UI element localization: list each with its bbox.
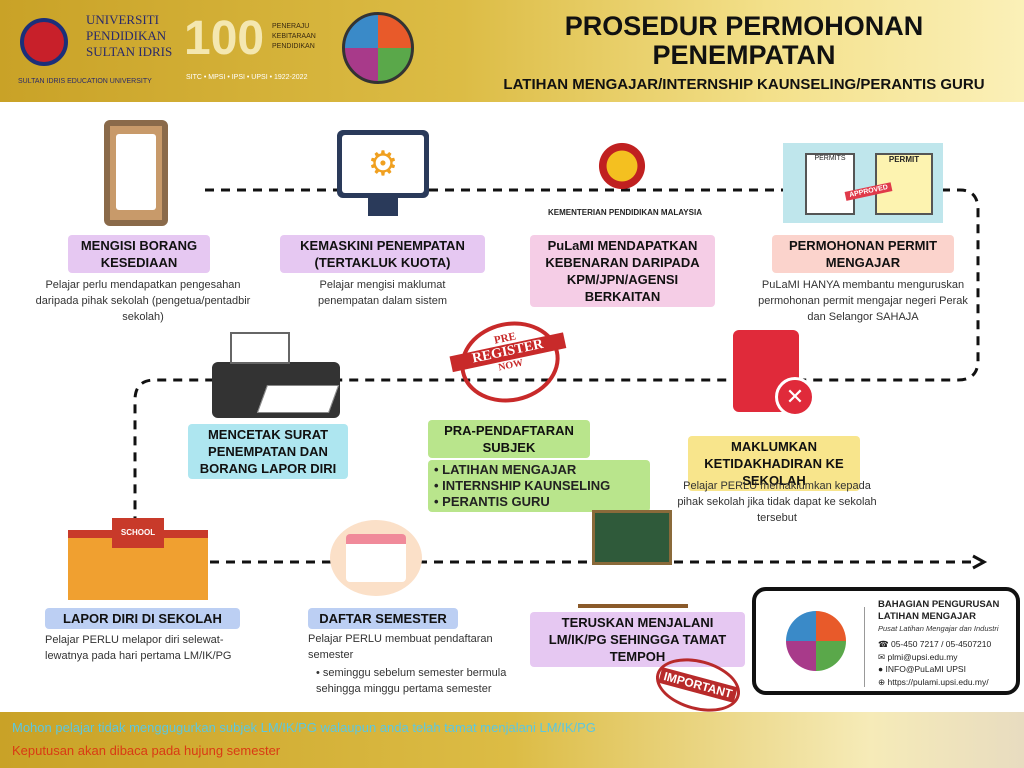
step-mencetak-label: MENCETAK SURAT PENEMPATAN DAN BORANG LAP…	[188, 424, 348, 479]
page-title: PROSEDUR PERMOHONAN PENEMPATAN LATIHAN M…	[484, 12, 1004, 94]
pulami-logo	[342, 12, 414, 84]
phone-contact: ☎ 05-450 7217 / 05-4507210	[878, 639, 992, 649]
kpm-caption: KEMENTERIAN PENDIDIKAN MALAYSIA	[548, 208, 702, 217]
step-permit-desc: PuLaMI HANYA membantu menguruskan permoh…	[758, 279, 968, 323]
step-pra-pendaftaran-label: PRA-PENDAFTARAN SUBJEK	[428, 420, 590, 458]
footer-result-note: Keputusan akan dibaca pada hujung semest…	[12, 743, 281, 758]
step-mengisi-borang-label: MENGISI BORANG KESEDIAAN	[68, 235, 210, 273]
x-mark-icon: ✕	[775, 377, 815, 417]
globe-icon: ⊕	[878, 676, 886, 687]
university-name-en: SULTAN IDRIS EDUCATION UNIVERSITY	[18, 78, 152, 85]
footer-note: Mohon pelajar tidak menggugurkan subjek …	[12, 720, 596, 735]
printer-output-paper	[256, 385, 340, 413]
header: UNIVERSITI PENDIDIKAN SULTAN IDRIS SULTA…	[0, 0, 1024, 102]
monitor-gear-icon: ⚙	[337, 130, 429, 198]
centenary-logo: 100	[184, 12, 265, 65]
centenary-years: SITC • MPSI • IPSI • UPSI • 1922-2022	[186, 74, 308, 81]
step-teruskan-label: TERUSKAN MENJALANI LM/IK/PG SEHINGGA TAM…	[530, 612, 745, 667]
footer-banner: Mohon pelajar tidak menggugurkan subjek …	[0, 712, 1024, 768]
step-maklumkan-label: MAKLUMKAN KETIDAKHADIRAN KE SEKOLAH	[688, 436, 860, 491]
contact-subtitle: Pusat Latihan Mengajar dan Industri	[878, 624, 999, 633]
page-subtitle: LATIHAN MENGAJAR/INTERNSHIP KAUNSELING/P…	[503, 76, 985, 93]
printer-paper	[230, 332, 290, 364]
bullet-item: • INTERNSHIP KAUNSELING	[434, 478, 611, 493]
email-link[interactable]: ✉ plmi@upsi.edu.my	[878, 651, 958, 662]
centenary-text: PENERAJU KEBITARAAN PENDIDIKAN	[272, 23, 316, 50]
step-daftar-semester-label: DAFTAR SEMESTER	[308, 608, 458, 629]
malaysia-coat-of-arms-icon	[582, 135, 662, 197]
permit-approved-icon: PERMITS PERMIT APPROVED	[783, 143, 943, 223]
calendar-graduation-icon	[330, 520, 422, 596]
monitor-stand	[368, 198, 398, 216]
step-permit-label: PERMOHONAN PERMIT MENGAJAR	[772, 235, 954, 273]
step-daftar-semester-desc: Pelajar PERLU membuat pendaftaran semest…	[308, 633, 493, 661]
mail-icon: ✉	[878, 651, 886, 662]
step-pulami-kebenaran-label: PuLaMI MENDAPATKAN KEBENARAN DARIPADA KP…	[530, 235, 715, 307]
step-mengisi-borang-desc: Pelajar perlu mendapatkan pengesahan dar…	[35, 279, 251, 323]
step-maklumkan-desc: Pelajar PERLU memaklumkan kepada pihak s…	[677, 480, 877, 524]
students-illustration	[578, 552, 688, 608]
upsi-crest-logo	[20, 18, 68, 66]
phone-icon: ☎	[878, 639, 889, 649]
pra-pendaftaran-bullets: • LATIHAN MENGAJAR • INTERNSHIP KAUNSELI…	[428, 460, 650, 512]
divider	[864, 607, 865, 687]
daftar-semester-bullet: • seminggu sebelum semester bermula sehi…	[316, 667, 507, 695]
school-tower: SCHOOL	[112, 518, 164, 548]
contact-list: ☎ 05-450 7217 / 05-4507210 ✉ plmi@upsi.e…	[878, 638, 991, 688]
teacher-classroom-icon	[592, 510, 672, 565]
facebook-icon: ●	[878, 664, 884, 674]
website-link[interactable]: ⊕ https://pulami.upsi.edu.my/	[878, 676, 989, 687]
step-kemaskini-label: KEMASKINI PENEMPATAN (TERTAKLUK KUOTA)	[280, 235, 485, 273]
bullet-item: • PERANTIS GURU	[434, 494, 550, 509]
facebook-link[interactable]: ● INFO@PuLaMI UPSI	[878, 664, 966, 674]
step-lapor-diri-label: LAPOR DIRI DI SEKOLAH	[45, 608, 240, 629]
pulami-contact-logo	[786, 611, 846, 671]
step-kemaskini-desc: Pelajar mengisi maklumat penempatan dala…	[317, 279, 447, 307]
clipboard-checklist-icon	[104, 120, 168, 226]
university-name: UNIVERSITI PENDIDIKAN SULTAN IDRIS	[86, 12, 173, 59]
bullet-item: • LATIHAN MENGAJAR	[434, 462, 577, 477]
step-lapor-diri-desc: Pelajar PERLU melapor diri selewat-lewat…	[45, 634, 232, 662]
